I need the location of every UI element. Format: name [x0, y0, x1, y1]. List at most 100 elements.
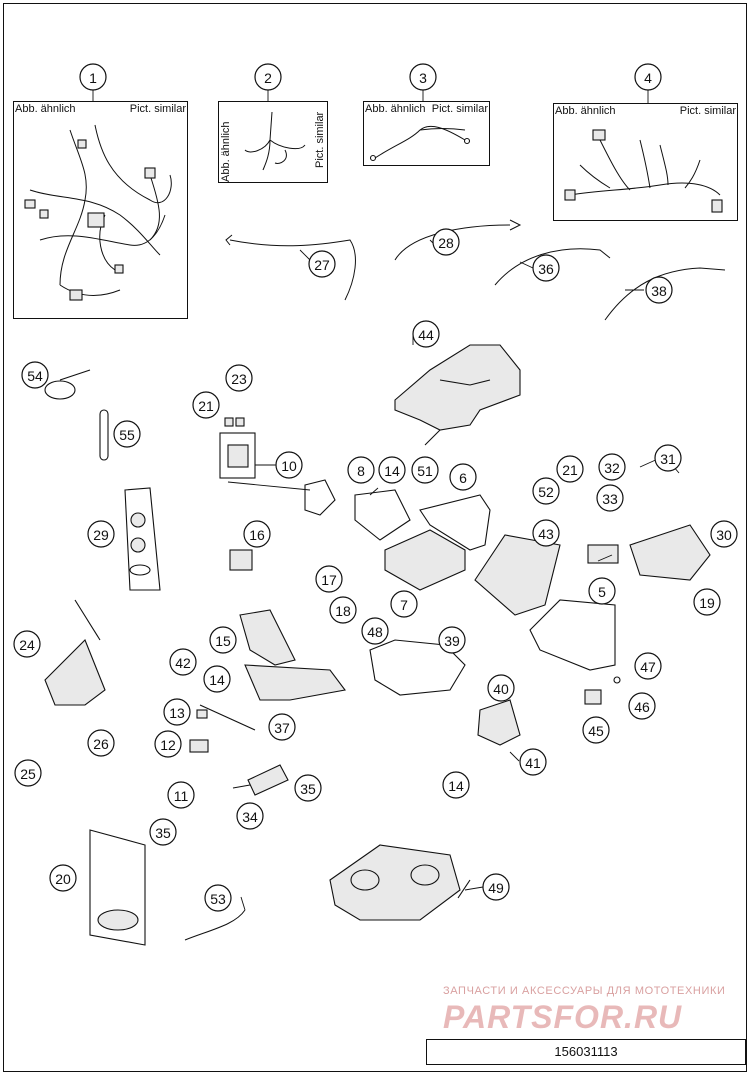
callout-number: 10: [281, 458, 297, 474]
callout-circle: [582, 716, 610, 744]
callout-17: 17: [315, 565, 343, 593]
callout-number: 31: [660, 451, 676, 467]
wiring-harness-main: [24, 124, 172, 301]
horn-panel: [89, 829, 146, 946]
battery-box-5: [529, 599, 616, 671]
lower-cover-37: [244, 664, 346, 701]
callout-number: 52: [538, 484, 554, 500]
callout-26: 26: [87, 729, 115, 757]
callout-14: 14: [203, 665, 231, 693]
callout-27: 27: [308, 250, 336, 278]
callout-49: 49: [482, 873, 510, 901]
part-52: [587, 544, 619, 564]
callout-number: 34: [242, 809, 258, 825]
callout-number: 48: [367, 624, 383, 640]
callout-circle: [596, 484, 624, 512]
callout-19: 19: [693, 588, 721, 616]
callout-40: 40: [487, 674, 515, 702]
callout-10: 10: [275, 451, 303, 479]
callout-circle: [654, 444, 682, 472]
callout-number: 13: [169, 705, 185, 721]
callout-number: 46: [634, 699, 650, 715]
callout-circle: [308, 250, 336, 278]
callout-21: 21: [192, 391, 220, 419]
callout-circle: [634, 63, 662, 91]
callout-circle: [634, 652, 662, 680]
callout-33: 33: [596, 484, 624, 512]
callout-circle: [329, 596, 357, 624]
callout-circle: [87, 729, 115, 757]
callout-circle: [243, 520, 271, 548]
socket-panel: [124, 487, 161, 591]
inset-label-de: Abb. ähnlich: [15, 103, 76, 115]
callout-circle: [532, 254, 560, 282]
callout-number: 19: [699, 595, 715, 611]
throttle-body: [329, 844, 461, 921]
callout-15: 15: [209, 626, 237, 654]
inset-label-en: Pict. similar: [129, 103, 186, 115]
callout-37: 37: [268, 713, 296, 741]
callout-number: 26: [93, 736, 109, 752]
callout-circle: [14, 759, 42, 787]
callout-number: 35: [300, 781, 316, 797]
inset-label-en: Pict. similar: [431, 103, 488, 115]
callout-circle: [693, 588, 721, 616]
watermark-brand: PARTSFOR.RU: [443, 999, 683, 1035]
callout-circle: [13, 630, 41, 658]
callout-circle: [412, 320, 440, 348]
sensor-34: [247, 764, 289, 796]
callout-circle: [236, 802, 264, 830]
callout-53: 53: [204, 884, 232, 912]
callout-14: 14: [378, 456, 406, 484]
callout-number: 49: [488, 880, 504, 896]
callout-47: 47: [634, 652, 662, 680]
callout-number: 6: [459, 470, 467, 486]
callout-circle: [169, 648, 197, 676]
holder-15: [239, 609, 296, 666]
reference-number: 156031113: [426, 1039, 746, 1065]
callout-42: 42: [169, 648, 197, 676]
callout-circle: [390, 590, 418, 618]
callout-number: 21: [562, 462, 578, 478]
callout-circle: [203, 665, 231, 693]
callout-number: 11: [174, 788, 189, 804]
callout-52: 52: [532, 477, 560, 505]
callout-34: 34: [236, 802, 264, 830]
callout-number: 27: [314, 257, 330, 273]
callout-circle: [710, 520, 738, 548]
callout-number: 24: [19, 637, 35, 653]
callout-55: 55: [113, 420, 141, 448]
callout-circle: [268, 713, 296, 741]
callout-number: 18: [335, 603, 351, 619]
callout-circle: [149, 818, 177, 846]
callout-circle: [598, 453, 626, 481]
callout-circle: [209, 626, 237, 654]
callout-54: 54: [21, 361, 49, 389]
callout-circle: [482, 873, 510, 901]
callout-number: 51: [417, 463, 433, 479]
callout-circle: [294, 774, 322, 802]
callout-number: 12: [160, 737, 176, 753]
callout-number: 3: [419, 70, 427, 86]
callout-14: 14: [442, 771, 470, 799]
callout-16: 16: [243, 520, 271, 548]
callout-number: 14: [384, 463, 400, 479]
callout-circle: [167, 781, 195, 809]
callout-number: 55: [119, 427, 135, 443]
callout-2: 2: [254, 63, 282, 91]
watermark-tagline: ЗАПЧАСТИ И АКСЕССУАРЫ ДЛЯ МОТОТЕХНИКИ: [443, 985, 726, 997]
callout-circle: [519, 748, 547, 776]
callout-number: 33: [602, 491, 618, 507]
callout-number: 14: [209, 672, 225, 688]
callout-circle: [361, 617, 389, 645]
callout-3: 3: [409, 63, 437, 91]
wiring-harness-small-3: [369, 125, 471, 162]
callout-number: 39: [444, 633, 460, 649]
callout-number: 14: [448, 778, 464, 794]
callout-circle: [21, 361, 49, 389]
callout-8: 8: [347, 456, 375, 484]
callout-48: 48: [361, 617, 389, 645]
callout-number: 38: [651, 283, 667, 299]
